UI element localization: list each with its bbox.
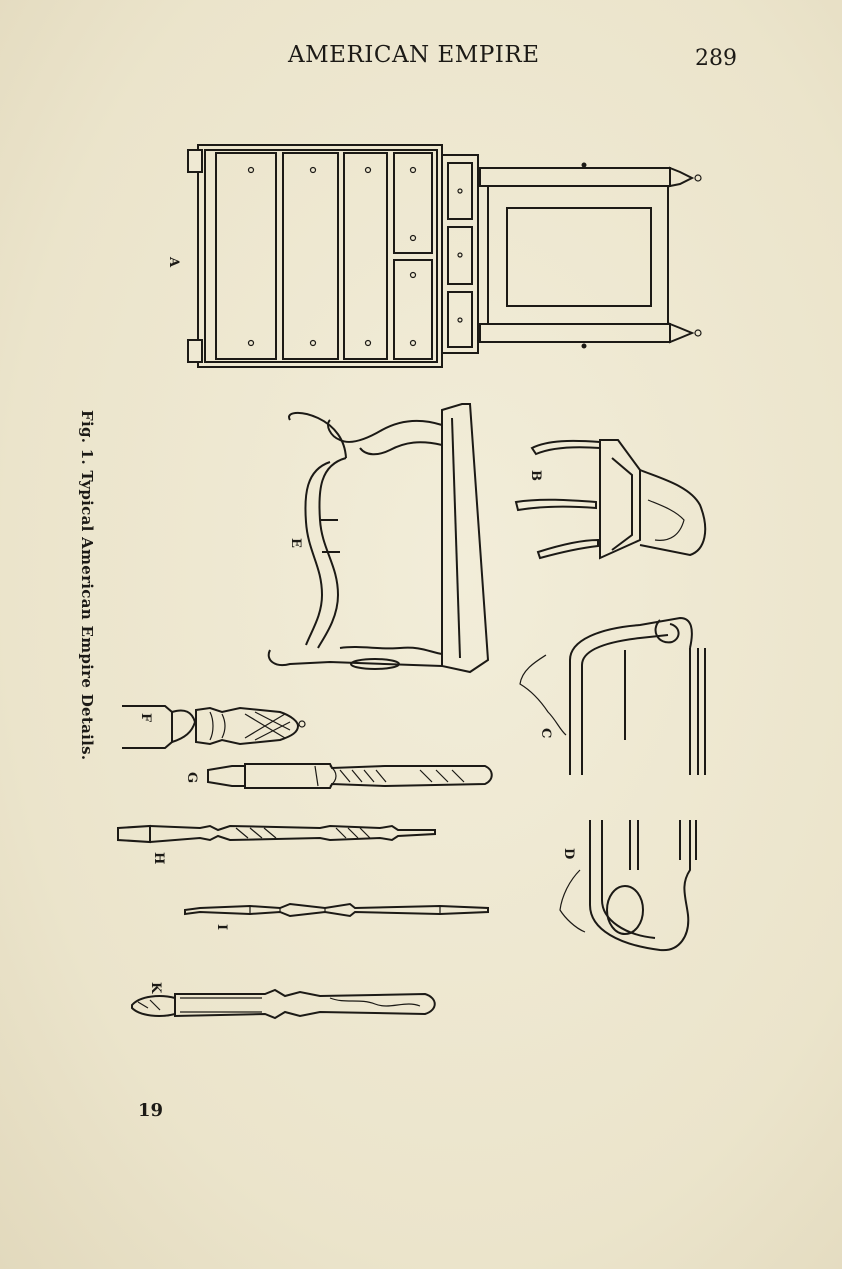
page-number: 289	[695, 46, 737, 71]
label-c: C	[538, 728, 553, 738]
detail-d-foot-scroll: D	[559, 820, 697, 952]
running-head: AMERICAN EMPIRE	[288, 42, 540, 68]
detail-e-sofa: E	[267, 403, 490, 674]
label-d: D	[561, 848, 576, 859]
detail-g-post: G	[184, 763, 493, 789]
detail-b-chair: B	[514, 439, 707, 560]
detail-c-arm-scroll: C	[519, 616, 706, 775]
label-k: K	[148, 982, 163, 994]
label-b: B	[528, 470, 543, 481]
detail-k-bedpost: K	[131, 982, 436, 1020]
detail-h-spindle: H	[117, 824, 436, 864]
label-i: I	[214, 924, 229, 930]
label-a: A	[166, 256, 181, 268]
label-e: E	[288, 538, 303, 548]
label-h: H	[151, 852, 166, 864]
signature-folio: 19	[138, 1100, 164, 1121]
detail-f-finial: F	[122, 705, 306, 749]
label-f: F	[138, 713, 153, 723]
detail-i-leg: I	[184, 902, 489, 930]
detail-a-chest-with-mirror: A	[166, 144, 702, 368]
label-g: G	[184, 772, 199, 783]
